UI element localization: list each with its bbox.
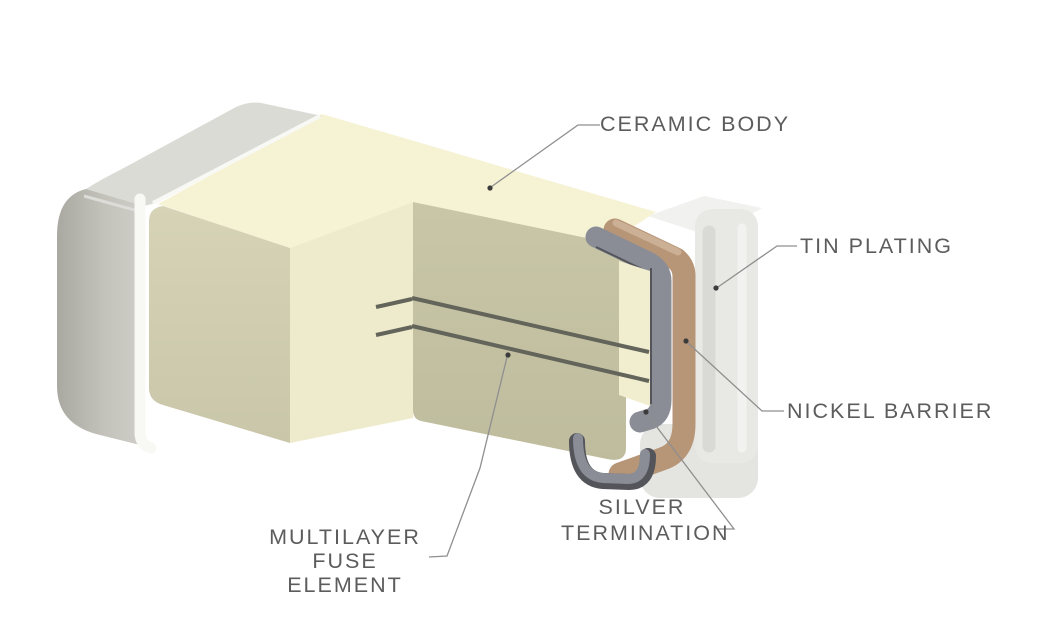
fuse-line-2 [411,324,650,383]
leader-lines [428,124,797,558]
tin-plating-left-cap [57,102,322,454]
label-multilayer-line1: MULTILAYER [269,525,421,549]
fuse-line-1 [411,296,650,354]
label-multilayer-fuse-element: MULTILAYER FUSE ELEMENT [261,525,429,597]
silver-termination-layer [569,226,672,491]
ceramic-cut-face [413,202,626,460]
ceramic-end-margin [619,261,650,406]
dot-silver-termination [643,409,649,415]
label-multilayer-line2: FUSE ELEMENT [287,549,403,597]
label-nickel-barrier: NICKEL BARRIER [787,399,994,423]
label-silver-termination-line1: SILVER [598,495,686,519]
termination-ring-top [152,114,321,205]
silver-hook-edge [595,246,647,272]
left-cap-top-face [86,102,322,206]
dot-ceramic-body [487,185,493,191]
nickel-highlight [612,219,682,256]
label-silver-termination: SILVER TERMINATION [561,494,730,546]
tin-plating-right-cap [640,196,762,498]
termination-ring-front [134,193,157,454]
ceramic-cut-inner-face [290,202,413,443]
leader-multilayer-fuse [428,356,508,558]
label-ceramic-body: CERAMIC BODY [600,112,791,136]
dot-nickel-barrier [683,338,689,344]
label-silver-termination-line2: TERMINATION [561,521,730,545]
silver-bottom-wrap [573,433,650,485]
leader-dots [487,185,719,415]
fuse-line-stub-1 [375,297,413,309]
dot-multilayer-fuse [505,352,511,358]
silver-band [585,226,672,433]
leader-ceramic-body [490,124,600,188]
fuse-line-stub-2 [375,325,413,337]
leader-silver-termination [646,413,736,530]
label-tin-plating: TIN PLATING [800,234,954,258]
leader-nickel-barrier [687,342,784,412]
ceramic-top-face [158,114,656,248]
dot-tin-plating [713,285,719,291]
nickel-barrier-layer [603,218,696,486]
fuse-element-lines [375,296,650,383]
ceramic-side-face [149,206,290,443]
nickel-band [603,218,696,486]
left-cap-front-face [57,189,144,446]
leader-tin-plating [717,245,797,288]
left-cap-edge-highlight [83,194,143,214]
